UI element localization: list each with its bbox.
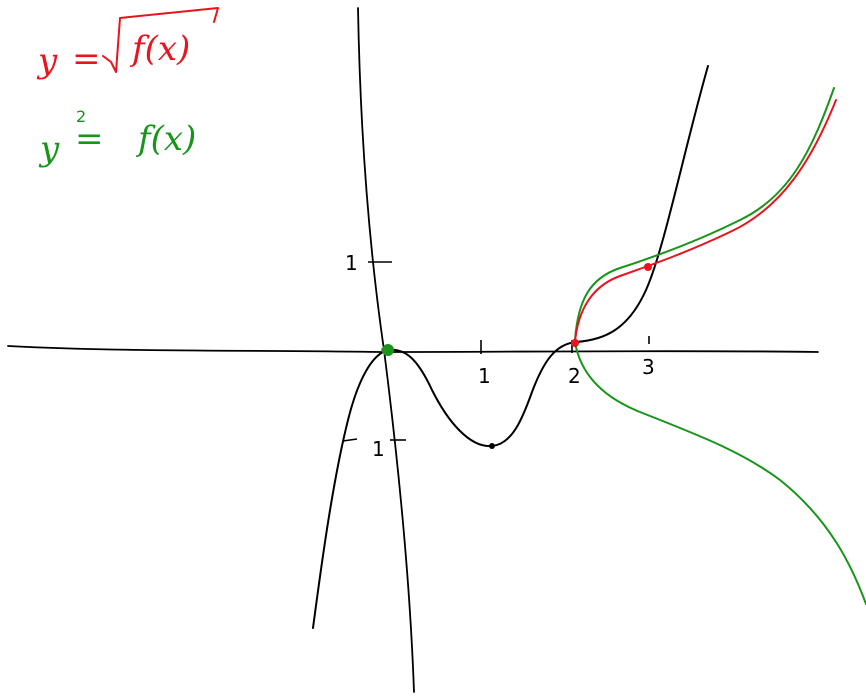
x-axis [7, 345, 819, 353]
root-2-point [571, 339, 579, 347]
curve-red [574, 99, 837, 343]
equation-red-radicand: f(x) [129, 29, 190, 69]
equation-red-equals: = [72, 39, 101, 79]
y-tick-neg1-dash [342, 438, 358, 442]
x-tick-label-2: 2 [568, 364, 581, 388]
curve-f [312, 65, 709, 629]
min-point [489, 443, 495, 449]
y-tick-label-neg1: 1 [372, 437, 385, 461]
equation-green: y 2 = f(x) [38, 107, 196, 169]
curve-green-upper [574, 87, 835, 341]
equation-red: y = f(x) [36, 7, 219, 81]
origin-point-core [381, 347, 387, 353]
tick-marks [342, 261, 650, 442]
origin-point [382, 344, 394, 356]
curve-green-lower [574, 341, 866, 605]
equation-green-equals: = [75, 119, 104, 159]
x-tick-label-3: 3 [642, 355, 655, 379]
sqrt-sign [102, 7, 219, 73]
x-tick-label-1: 1 [478, 364, 491, 388]
equation-green-rhs: f(x) [135, 119, 196, 159]
equation-green-lhs: y [38, 129, 60, 169]
y-tick-label-1: 1 [345, 251, 358, 275]
equation-red-lhs: y [36, 41, 58, 81]
intersection-point [644, 263, 652, 271]
equation-green-exponent: 2 [76, 107, 86, 126]
